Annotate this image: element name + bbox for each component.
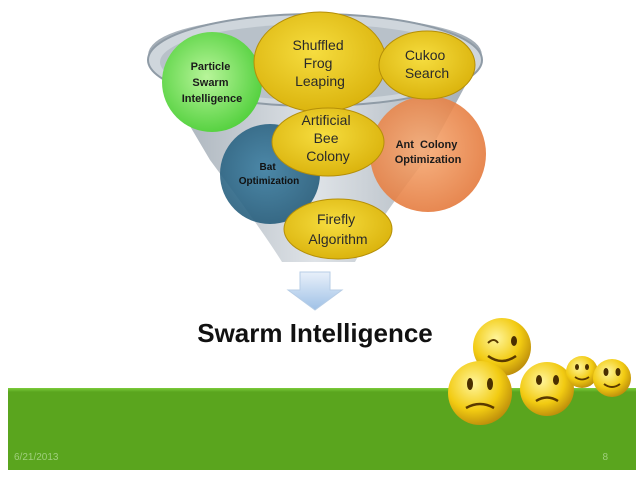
shuffled-frog-label: Shuffled Frog Leaping — [292, 37, 347, 89]
pso-label: Particle Swarm Intelligence — [182, 61, 243, 105]
slide-title: Swarm Intelligence — [197, 318, 433, 348]
firefly-label: Firefly Algorithm — [308, 211, 367, 247]
artificial-bee-label: Artificial Bee Colony — [302, 112, 355, 164]
down-arrow-icon — [286, 271, 344, 311]
ant-colony-line1: Ant Colony — [396, 139, 459, 151]
bat-label: Bat Optimization — [239, 162, 300, 187]
firefly-line1: Firefly — [317, 211, 355, 227]
ant-colony-circle — [370, 96, 486, 212]
firefly-line2: Algorithm — [308, 231, 367, 247]
pso-label-line2: Swarm — [192, 77, 228, 89]
cuckoo-line1: Cukoo — [405, 47, 446, 63]
artificial-bee-ellipse — [271, 107, 385, 177]
sad-smiley-icon — [448, 361, 512, 425]
frown-smiley-icon — [520, 362, 574, 416]
ant-colony-label: Ant Colony Optimization — [395, 139, 462, 166]
artificial-bee-line2: Bee — [314, 130, 339, 146]
pso-label-line1: Particle — [191, 61, 231, 73]
shuffled-frog-line2: Frog — [304, 55, 333, 71]
bat-line2: Optimization — [239, 176, 300, 187]
artificial-bee-line1: Artificial — [302, 112, 351, 128]
shuffled-frog-line3: Leaping — [295, 73, 345, 89]
pso-circle — [162, 32, 262, 132]
bat-line1: Bat — [260, 162, 277, 173]
pso-label-line3: Intelligence — [182, 93, 243, 105]
firefly-ellipse — [283, 198, 393, 260]
slide-page-number: 8 — [602, 452, 608, 463]
cuckoo-line2: Search — [405, 65, 449, 81]
shuffled-frog-line1: Shuffled — [292, 37, 343, 53]
small-smiley-icon — [566, 356, 598, 388]
smiley-icon — [473, 318, 531, 376]
artificial-bee-line3: Colony — [306, 148, 350, 164]
small-smiley-icon — [593, 359, 631, 397]
cuckoo-ellipse — [378, 30, 476, 100]
cuckoo-label: Cukoo Search — [405, 47, 449, 81]
slide-date: 6/21/2013 — [14, 452, 59, 463]
ant-colony-line2: Optimization — [395, 154, 462, 166]
